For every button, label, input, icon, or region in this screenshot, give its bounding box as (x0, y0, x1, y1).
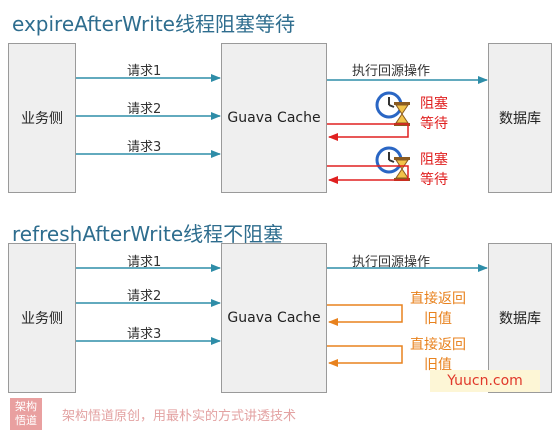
request-2-label: 请求2 (127, 289, 162, 304)
return-arrow (327, 345, 403, 367)
blocking-arrow (327, 123, 409, 141)
client-label: 业务侧 (21, 111, 63, 127)
blocking-wait-label: 阻塞等待 (420, 96, 448, 132)
diagram1-title: expireAfterWrite线程阻塞等待 (12, 12, 295, 36)
request-2-label: 请求2 (127, 102, 162, 117)
database-label: 数据库 (499, 111, 541, 127)
watermark-logo: 架构悟道 (10, 398, 42, 430)
watermark-text: 架构悟道原创，用最朴实的方式讲透技术 (62, 409, 297, 424)
guava-cache-box: Guava Cache (221, 243, 327, 393)
client-box: 业务侧 (8, 243, 76, 393)
return-old-value-label: 直接返回旧值 (410, 291, 466, 327)
return-arrow (327, 304, 403, 326)
client-box: 业务侧 (8, 43, 76, 193)
database-box: 数据库 (488, 243, 552, 393)
blocking-wait-label: 阻塞等待 (420, 152, 448, 188)
request-1-label: 请求1 (127, 64, 162, 79)
client-label: 业务侧 (21, 311, 63, 327)
cache-label: Guava Cache (227, 110, 321, 126)
database-label: 数据库 (499, 311, 541, 327)
clock-hourglass-icon (375, 91, 410, 126)
cache-label: Guava Cache (227, 310, 321, 326)
db-action-label: 执行回源操作 (352, 64, 431, 79)
guava-cache-box: Guava Cache (221, 43, 327, 193)
site-watermark: Yuucn.com (430, 370, 540, 392)
database-box: 数据库 (488, 43, 552, 193)
request-1-label: 请求1 (127, 255, 162, 270)
diagram2-title: refreshAfterWrite线程不阻塞 (12, 222, 284, 246)
request-3-label: 请求3 (127, 327, 162, 342)
blocking-arrow (327, 165, 409, 184)
db-action-label: 执行回源操作 (352, 255, 431, 270)
return-old-value-label: 直接返回旧值 (410, 337, 466, 373)
request-3-label: 请求3 (127, 140, 162, 155)
